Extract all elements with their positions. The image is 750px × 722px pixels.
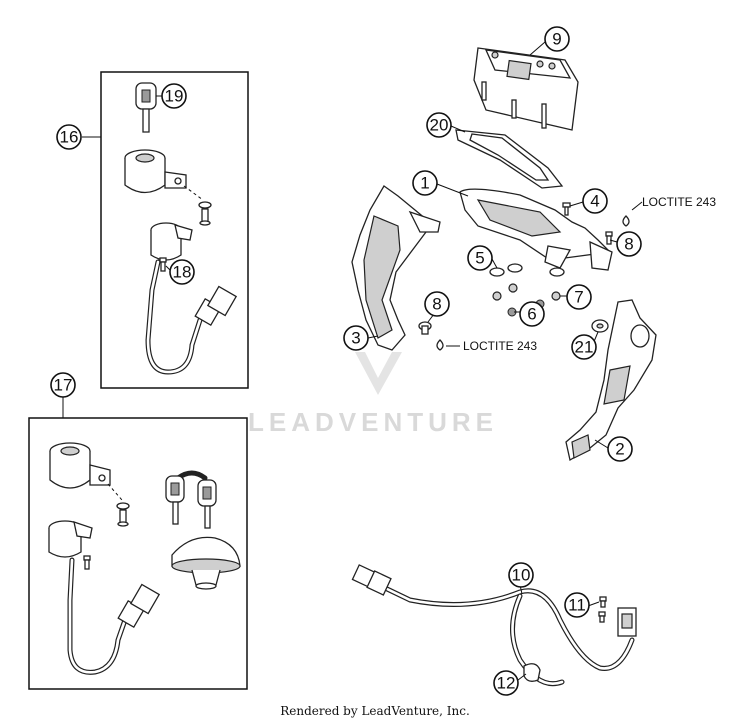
callout-7: 7 xyxy=(560,284,592,310)
svg-text:20: 20 xyxy=(430,116,449,135)
svg-text:21: 21 xyxy=(575,338,594,357)
callout-11: 11 xyxy=(564,592,600,618)
loctite-label-bottom: LOCTITE 243 xyxy=(463,339,537,353)
callout-8-bottom: 8 xyxy=(424,291,450,323)
footer-credit: Rendered by LeadVenture, Inc. xyxy=(280,704,470,718)
svg-text:1: 1 xyxy=(420,174,429,193)
ignition-switch-17 xyxy=(48,520,161,675)
svg-text:18: 18 xyxy=(173,263,192,282)
callout-19: 19 xyxy=(156,83,187,109)
callout-5: 5 xyxy=(467,245,498,271)
screws-11 xyxy=(598,596,607,623)
svg-text:9: 9 xyxy=(552,30,561,49)
lock-cylinder-16 xyxy=(124,149,187,194)
headlight-mask-3 xyxy=(351,185,441,351)
svg-text:5: 5 xyxy=(475,249,484,268)
callout-8-top: 8 xyxy=(609,231,642,257)
washer-16 xyxy=(198,201,212,226)
svg-text:17: 17 xyxy=(54,376,73,395)
speedometer-9 xyxy=(473,47,579,131)
screw-18 xyxy=(159,257,167,272)
keys-17 xyxy=(165,470,217,529)
svg-text:4: 4 xyxy=(590,192,599,211)
gasket-20 xyxy=(455,129,564,189)
ignition-switch-16 xyxy=(145,222,238,375)
loctite-drop-bottom xyxy=(436,339,444,351)
callout-12: 12 xyxy=(493,670,527,696)
svg-text:11: 11 xyxy=(568,596,586,615)
callout-17: 17 xyxy=(50,372,76,398)
screw-8-bottom xyxy=(418,321,432,335)
fuel-cap-17 xyxy=(171,536,241,590)
callout-3: 3 xyxy=(343,325,379,351)
callout-9: 9 xyxy=(529,26,570,56)
loctite-drop-top xyxy=(622,215,630,227)
callout-10: 10 xyxy=(508,562,534,595)
svg-text:3: 3 xyxy=(351,329,360,348)
screw-4 xyxy=(562,202,571,216)
lock-cylinder-17 xyxy=(49,442,111,489)
svg-text:6: 6 xyxy=(527,305,536,324)
callout-20: 20 xyxy=(426,112,466,138)
side-panel-2 xyxy=(565,299,657,462)
screw-8-top xyxy=(605,231,613,245)
washer-17 xyxy=(116,502,130,527)
svg-text:7: 7 xyxy=(574,288,583,307)
svg-text:12: 12 xyxy=(497,674,516,693)
svg-text:16: 16 xyxy=(60,128,79,147)
svg-text:8: 8 xyxy=(432,295,441,314)
grommets-5-6-7 xyxy=(489,263,565,317)
callout-4: 4 xyxy=(569,188,608,214)
housing-1 xyxy=(459,188,613,271)
watermark: LEADVENTURE xyxy=(248,352,498,437)
callout-16: 16 xyxy=(56,124,82,150)
screw-17 xyxy=(83,555,91,570)
grommet-21 xyxy=(591,319,609,333)
loctite-label-top: LOCTITE 243 xyxy=(642,195,716,209)
callout-1: 1 xyxy=(412,170,469,197)
svg-text:8: 8 xyxy=(624,235,633,254)
clip-12 xyxy=(523,663,541,682)
svg-text:10: 10 xyxy=(512,566,531,585)
kit-16-frame xyxy=(82,71,249,389)
callout-6: 6 xyxy=(514,301,545,327)
wire-harness-10 xyxy=(351,564,637,687)
callout-21: 21 xyxy=(571,331,599,360)
kit-17-frame xyxy=(28,397,248,690)
callout-18: 18 xyxy=(165,259,195,285)
callout-2: 2 xyxy=(594,436,633,462)
watermark-text: LEADVENTURE xyxy=(248,407,498,437)
svg-text:19: 19 xyxy=(165,87,184,106)
svg-text:2: 2 xyxy=(615,440,624,459)
key-19 xyxy=(135,82,157,133)
